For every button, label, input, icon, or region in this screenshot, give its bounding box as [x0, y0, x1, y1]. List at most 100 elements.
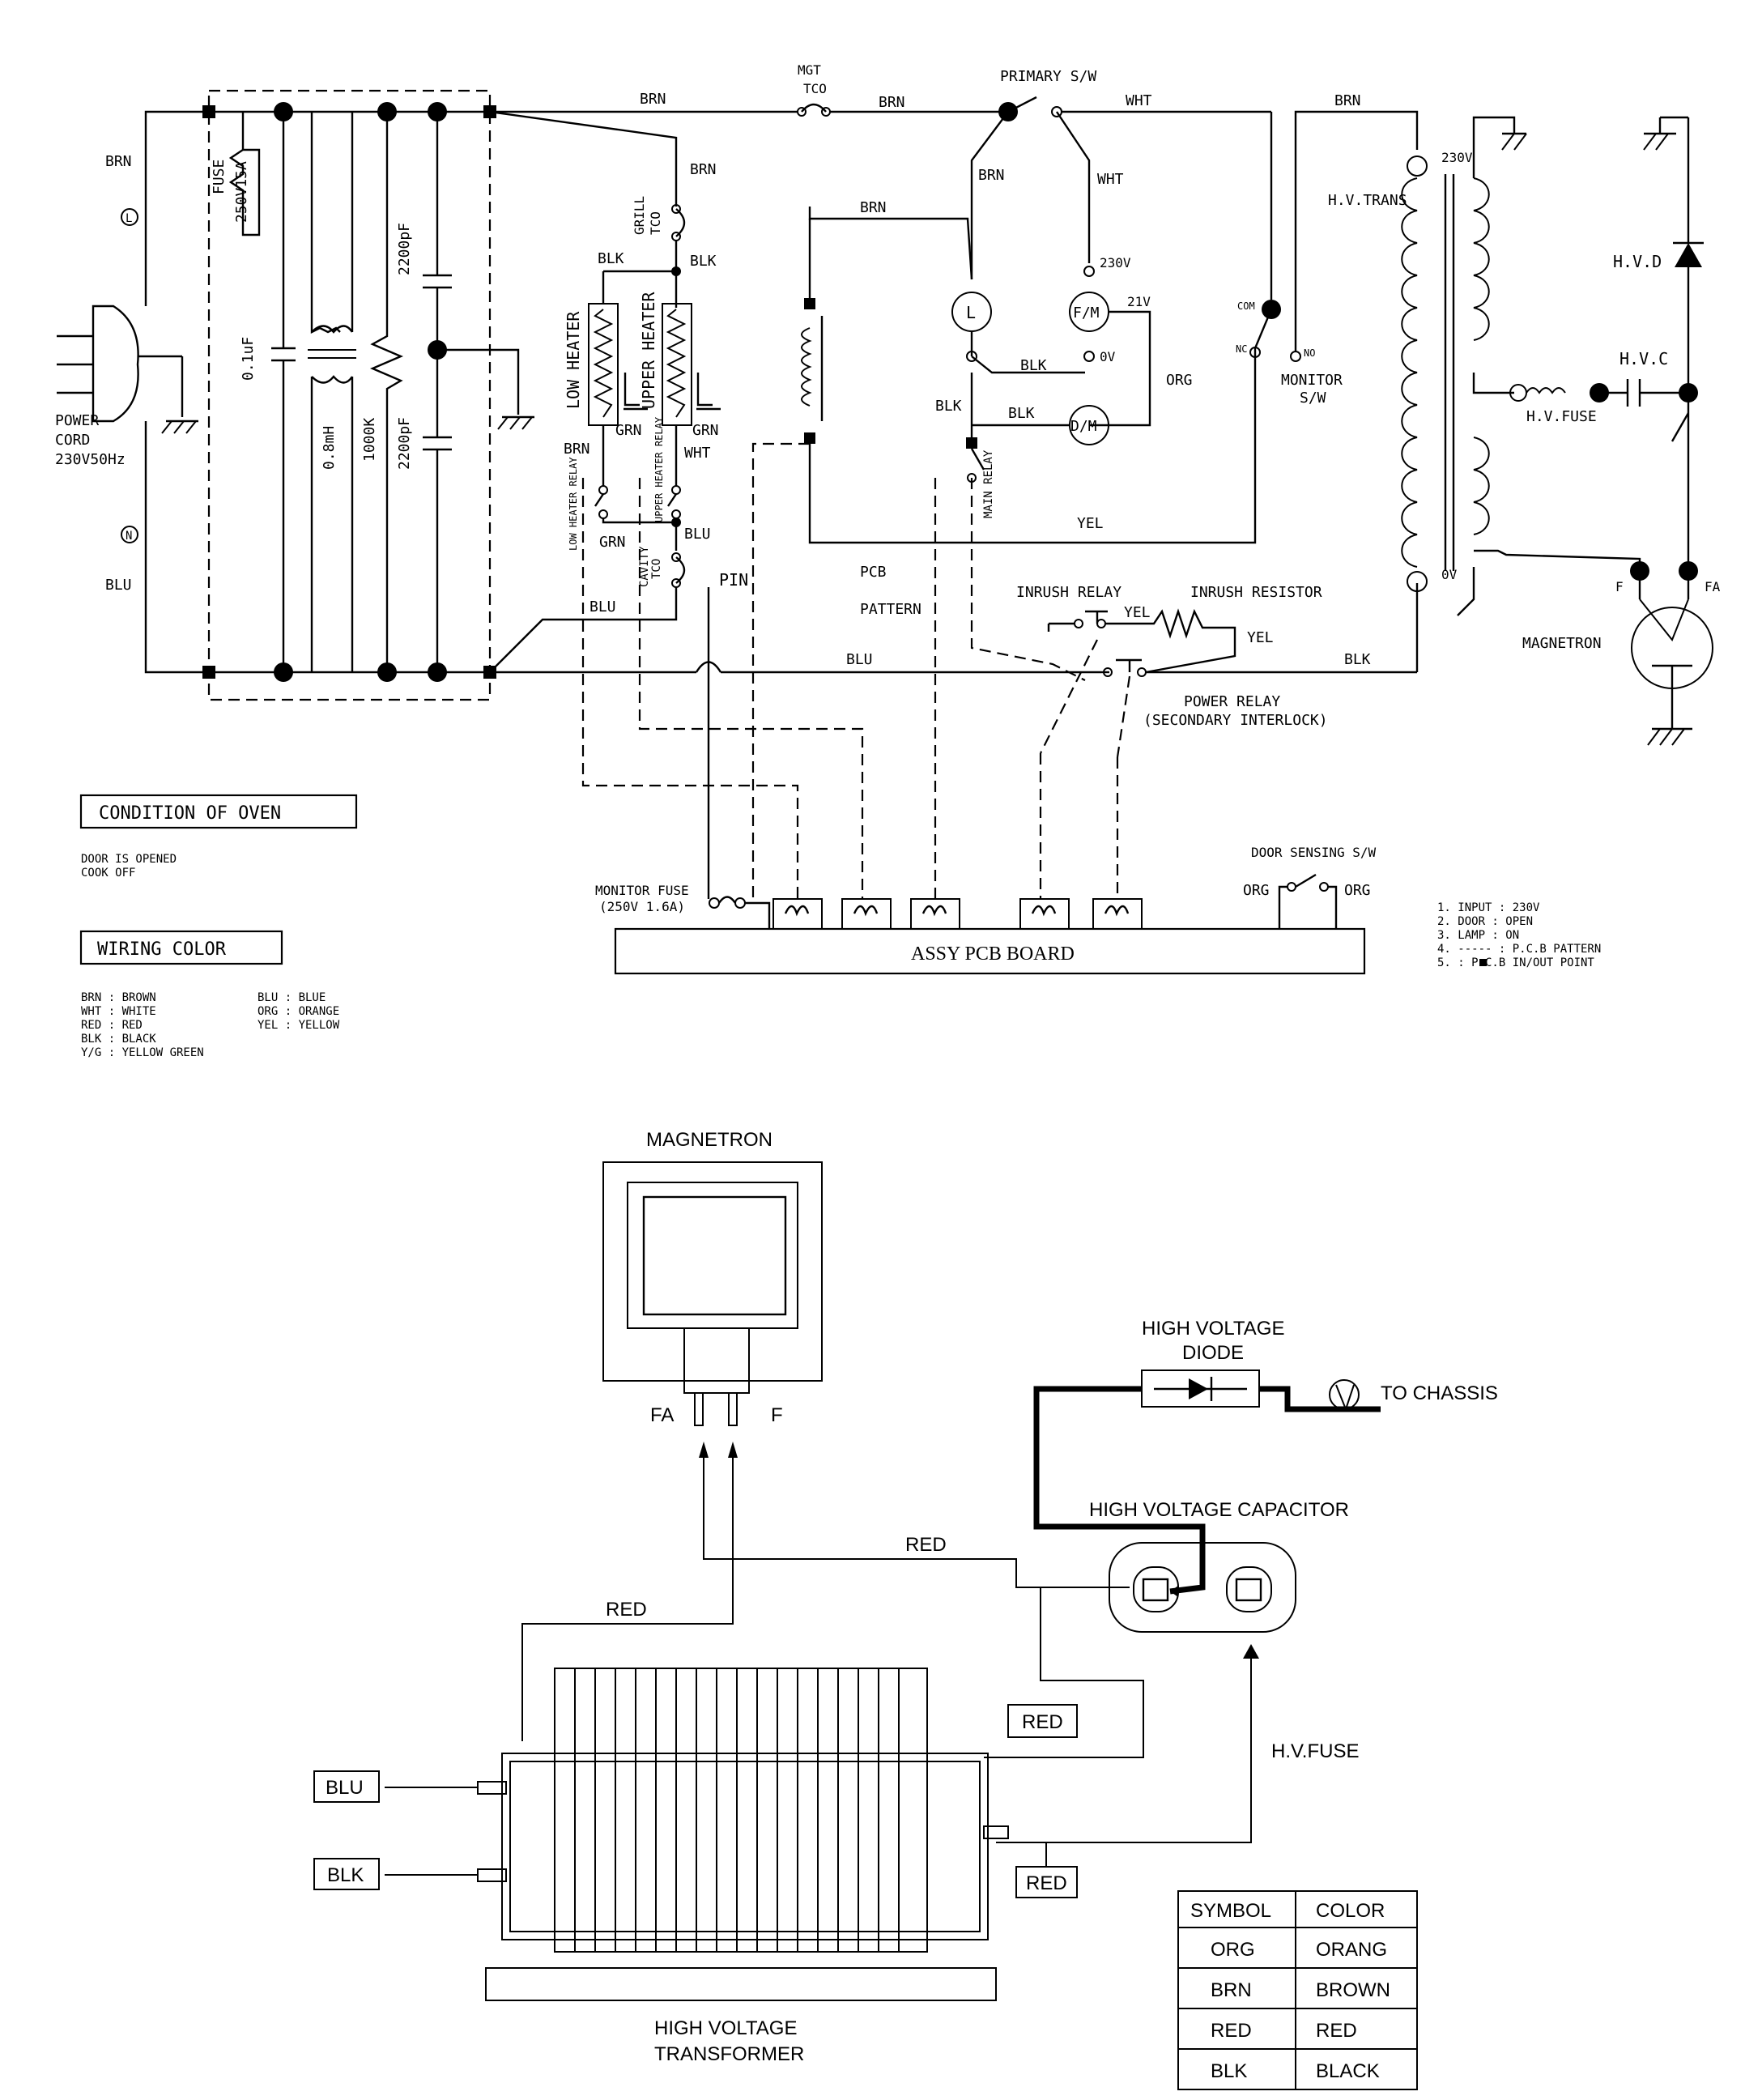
magnetron-body-icon	[602, 1161, 823, 1426]
wiring-color-title: WIRING COLOR	[97, 939, 227, 960]
wire-label-grn-low: GRN	[615, 422, 642, 439]
wiring-color-item: BRN : BROWN	[81, 991, 156, 1004]
magnetron-f-label: F	[1615, 579, 1624, 594]
pcb-pattern-label-2: PATTERN	[860, 601, 921, 618]
wiring-color-item: BLU : BLUE	[257, 991, 326, 1004]
wire-label-grn-up: GRN	[692, 422, 719, 439]
table-header-color: COLOR	[1316, 1900, 1385, 1922]
hvc-label: H.V.C	[1619, 349, 1668, 368]
wire-label-org-fm: ORG	[1166, 372, 1193, 389]
mgt-tco-icon	[797, 103, 831, 117]
main-relay-label: MAIN RELAY	[982, 449, 995, 518]
chassis-ground-icon	[1329, 1379, 1360, 1410]
resistor-icon	[369, 112, 404, 672]
layout-magnetron-label: MAGNETRON	[646, 1129, 772, 1151]
cavity-tco-label: CAVITY	[638, 546, 651, 587]
layout-hv-fuse-label: H.V.FUSE	[1271, 1740, 1359, 1762]
wire-label-brn-grill: BRN	[690, 161, 717, 178]
wire-label-blk-main: BLK	[935, 398, 962, 415]
notes-list: 1. INPUT : 230V 2. DOOR : OPEN 3. LAMP :…	[1437, 901, 1601, 969]
pcb-point-icon	[1479, 959, 1487, 966]
mgt-tco-label-2: TCO	[803, 81, 827, 96]
low-heater-icon	[588, 303, 619, 426]
fan-0v-label: 0V	[1100, 349, 1116, 364]
wire-label-brn-top: BRN	[640, 91, 666, 108]
note-item: 2. DOOR : OPEN	[1437, 915, 1533, 928]
trans-230v-label: 230V	[1441, 150, 1473, 165]
hv-trans-label: H.V.TRANS	[1328, 192, 1407, 209]
hv-diode-label-2: DIODE	[1182, 1342, 1244, 1364]
ground-symbol	[161, 420, 198, 434]
condition-box	[79, 794, 358, 829]
magnetron-icon	[1631, 571, 1713, 746]
transformer-label-2: TRANSFORMER	[654, 2043, 804, 2065]
wire-label-wht: WHT	[1126, 92, 1152, 109]
note-item: 4. ----- : P.C.B PATTERN	[1437, 943, 1601, 956]
neutral-mark: N	[126, 530, 132, 543]
wire-label-yel-inrush: YEL	[1124, 604, 1151, 621]
blu-tag-label: BLU	[326, 1777, 364, 1799]
pcb-board	[614, 927, 1366, 975]
wire-label-blu-relay: BLU	[684, 526, 711, 543]
inrush-relay-label: INRUSH RELAY	[1016, 584, 1121, 601]
pcb-pattern-label: PCB	[860, 564, 887, 581]
layout-fa-label: FA	[650, 1404, 674, 1426]
monitor-com-label: COM	[1237, 300, 1255, 312]
neutral-wire	[144, 421, 209, 674]
neutral-terminal-icon	[121, 526, 138, 543]
power-cord-rating: 230V50Hz	[55, 451, 126, 468]
blu-tag	[313, 1770, 380, 1803]
cap-2200pf-top-label: 2200pF	[396, 223, 413, 275]
line-mark: L	[126, 212, 132, 225]
condition-title: CONDITION OF OVEN	[99, 803, 281, 824]
note-item: 1. INPUT : 230V	[1437, 901, 1540, 914]
inrush-resistor-label: INRUSH RESISTOR	[1190, 584, 1322, 601]
magnetron-label: MAGNETRON	[1522, 635, 1602, 652]
upper-heater-relay-label: UPPER HEATER RELAY	[653, 416, 665, 522]
wiring-color-item: ORG : ORANGE	[257, 1005, 339, 1018]
table-cell: ORANG	[1316, 1939, 1387, 1961]
hvd-label: H.V.D	[1613, 252, 1662, 271]
grill-tco-label: GRILL	[632, 196, 647, 235]
low-heater-label: LOW HEATER	[564, 311, 583, 409]
monitor-fuse-label: MONITOR FUSE	[595, 883, 689, 898]
cavity-tco-label-2: TCO	[650, 559, 663, 579]
hv-capacitor-body	[1109, 1542, 1296, 1633]
red-wire-label-2: RED	[606, 1599, 647, 1621]
wiring-color-item: YEL : YELLOW	[257, 1019, 340, 1032]
wire-label-grn-relay: GRN	[599, 534, 626, 551]
cap-0-1uf-label: 0.1uF	[240, 337, 257, 381]
blk-tag-label: BLK	[327, 1864, 364, 1886]
layout-f-label: F	[771, 1404, 783, 1426]
table-cell: RED	[1211, 2020, 1252, 2042]
upper-heater-icon	[662, 303, 692, 426]
wire-label-blk-lamp: BLK	[1020, 357, 1047, 374]
note-item: 3. LAMP : ON	[1437, 929, 1519, 942]
grill-tco-icon	[671, 204, 686, 241]
wiring-color-item: RED : RED	[81, 1019, 143, 1032]
wire-label-org-door: ORG	[1243, 882, 1270, 899]
wire-label-blu: BLU	[105, 577, 132, 594]
red-tag-label-2: RED	[1026, 1872, 1067, 1894]
table-cell: BLK	[1211, 2060, 1247, 2082]
wire-label-yel-res: YEL	[1247, 629, 1274, 646]
table-cell: BROWN	[1316, 1979, 1390, 2001]
hv-fuse-label: H.V.FUSE	[1526, 408, 1597, 425]
noise-filter-box	[207, 89, 492, 701]
power-relay-label-2: (SECONDARY INTERLOCK)	[1143, 712, 1328, 729]
wiring-color-item: Y/G : YELLOW GREEN	[81, 1046, 204, 1059]
primary-switch-label: PRIMARY S/W	[1000, 68, 1096, 85]
hv-diode-label: HIGH VOLTAGE	[1142, 1318, 1284, 1340]
power-cord-label: POWER	[55, 412, 99, 429]
blk-tag	[313, 1858, 380, 1890]
wire-label-brn: BRN	[105, 153, 132, 170]
hv-transformer-icon	[1401, 174, 1490, 571]
door-sensing-label: DOOR SENSING S/W	[1251, 845, 1376, 860]
hv-diode-icon	[1675, 243, 1702, 267]
fuse-icon	[228, 112, 261, 236]
wiring-color-item: BLK : BLACK	[81, 1033, 156, 1046]
wire-label-yel-main: YEL	[1077, 515, 1104, 532]
lamp-label: L	[966, 303, 976, 322]
monitor-sw-label: MONITOR	[1281, 372, 1343, 389]
